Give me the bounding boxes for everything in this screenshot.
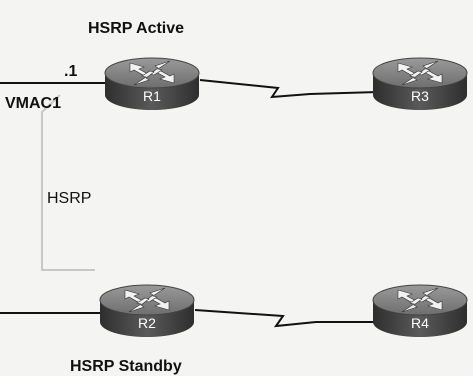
router-r2: R2 (99, 284, 195, 338)
ip-suffix-label: .1 (64, 63, 77, 80)
serial-link-r1-r3 (199, 79, 379, 99)
hsrp-link (41, 94, 95, 271)
hsrp-standby-label: HSRP Standby (70, 358, 182, 375)
router-r1-label: R1 (143, 88, 161, 104)
hsrp-active-label: HSRP Active (88, 20, 184, 37)
hsrp-link-label: HSRP (47, 190, 91, 207)
router-r4: R4 (372, 284, 468, 338)
router-r2-label: R2 (138, 315, 156, 331)
router-r4-label: R4 (411, 315, 429, 331)
serial-link-r2-r4 (194, 309, 378, 328)
router-r3: R3 (372, 57, 468, 111)
links (0, 79, 379, 328)
router-r3-label: R3 (411, 88, 429, 104)
router-r1: R1 (104, 57, 200, 111)
vmac-label: VMAC1 (5, 95, 61, 112)
